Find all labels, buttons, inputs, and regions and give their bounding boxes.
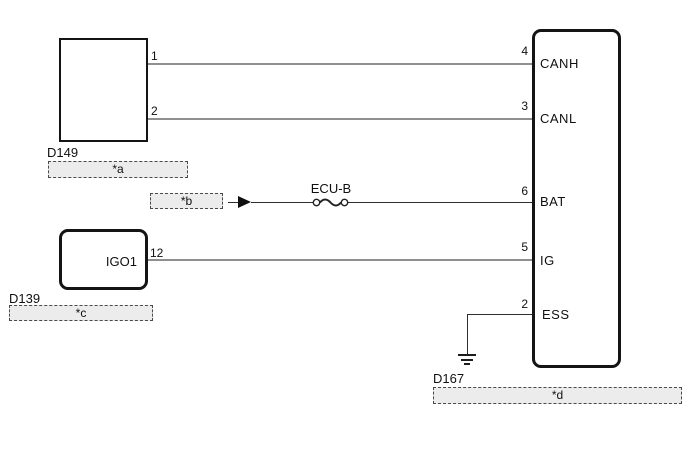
fuse-label: ECU-B xyxy=(310,181,352,196)
wire-bat-segment-1 xyxy=(251,202,314,203)
note-label-c: *c xyxy=(75,306,87,320)
pin-name-ess: ESS xyxy=(542,307,570,322)
wire-direction-arrow-icon xyxy=(238,196,251,208)
wire-canl xyxy=(148,118,532,120)
wire-ess-vertical xyxy=(467,314,468,354)
note-box-a: *a xyxy=(48,161,188,178)
wire-bat-segment-2 xyxy=(348,202,532,203)
ground-code-d167: D167 xyxy=(433,371,465,386)
pin-number-ecu-3: 3 xyxy=(521,99,528,113)
pin-name-canh: CANH xyxy=(540,56,579,71)
note-box-d: *d xyxy=(433,387,682,404)
pin-name-bat: BAT xyxy=(540,194,566,209)
pin-number-d149-1: 1 xyxy=(151,49,158,63)
connector-box-igo1 xyxy=(59,229,148,290)
connector-code-d139: D139 xyxy=(9,291,41,306)
wire-ess-horizontal xyxy=(467,314,532,315)
pin-name-ig: IG xyxy=(540,253,555,268)
note-box-c: *c xyxy=(9,305,153,321)
note-label-b: *b xyxy=(180,194,193,208)
fuse-icon xyxy=(312,198,349,207)
wire-ig xyxy=(148,259,532,261)
note-label-d: *d xyxy=(551,388,564,402)
igo1-label: IGO1 xyxy=(105,254,137,269)
pin-number-igo1-12: 12 xyxy=(150,246,164,260)
pin-number-ecu-5: 5 xyxy=(521,240,528,254)
pin-number-ecu-2: 2 xyxy=(521,297,528,311)
wire-canh xyxy=(148,63,532,65)
pin-name-canl: CANL xyxy=(540,111,577,126)
connector-code-d149: D149 xyxy=(47,145,79,160)
connector-box-d149 xyxy=(59,38,148,142)
pin-number-ecu-6: 6 xyxy=(521,184,528,198)
note-box-b: *b xyxy=(150,193,223,209)
wire-bat-stub xyxy=(228,202,238,203)
pin-number-ecu-4: 4 xyxy=(521,44,528,58)
pin-number-d149-2: 2 xyxy=(151,104,158,118)
note-label-a: *a xyxy=(112,162,124,176)
connector-box-ecu xyxy=(532,29,621,368)
